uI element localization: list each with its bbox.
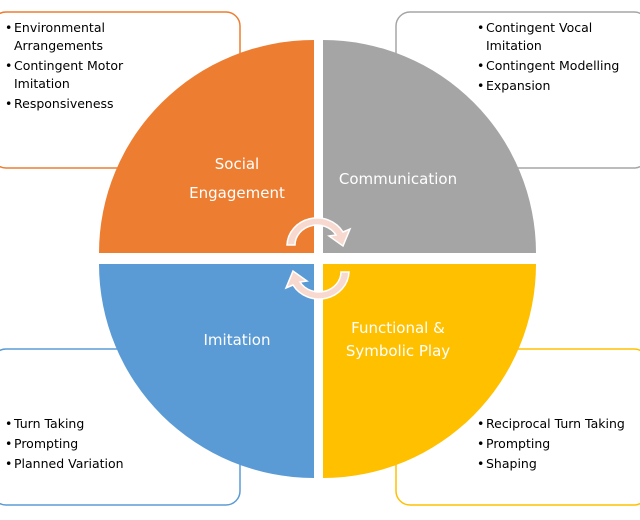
bullet: • xyxy=(5,20,12,35)
bullet: • xyxy=(477,78,484,93)
symbolic-play-label: Symbolic Play xyxy=(346,342,450,360)
communication-quadrant xyxy=(323,40,536,253)
list-item: Arrangements xyxy=(14,38,103,53)
list-item: Prompting xyxy=(14,436,78,451)
imitation-quadrant xyxy=(99,264,314,478)
bullet: • xyxy=(5,96,12,111)
list-item: Reciprocal Turn Taking xyxy=(486,416,625,431)
bullet: • xyxy=(477,416,484,431)
imitation-strategies-list: • Turn Taking • Prompting • Planned Vari… xyxy=(5,416,124,471)
bullet: • xyxy=(5,456,12,471)
bullet: • xyxy=(477,456,484,471)
list-item: Planned Variation xyxy=(14,456,124,471)
cycle-arrow-bottom-icon xyxy=(284,269,350,300)
bullet: • xyxy=(5,436,12,451)
communication-strategies-list: • Contingent Vocal Imitation • Contingen… xyxy=(477,20,619,93)
list-item: Expansion xyxy=(486,78,550,93)
social-engagement-quadrant xyxy=(99,40,314,253)
list-item: Contingent Modelling xyxy=(486,58,619,73)
list-item: Imitation xyxy=(486,38,542,53)
functional-label: Functional & xyxy=(351,319,445,337)
list-item: Imitation xyxy=(14,76,70,91)
bullet: • xyxy=(5,416,12,431)
social-strategies-list: • Environmental Arrangements • Contingen… xyxy=(5,20,124,111)
bullet: • xyxy=(5,58,12,73)
engagement-label: Engagement xyxy=(189,184,285,202)
bullet: • xyxy=(477,436,484,451)
list-item: Shaping xyxy=(486,456,537,471)
cycle-arrow-top-icon xyxy=(286,217,352,248)
list-item: Contingent Vocal xyxy=(486,20,592,35)
list-item: Turn Taking xyxy=(13,416,84,431)
bullet: • xyxy=(477,20,484,35)
list-item: Prompting xyxy=(486,436,550,451)
communication-label: Communication xyxy=(339,170,457,188)
social-label: Social xyxy=(215,155,259,173)
bullet: • xyxy=(477,58,484,73)
functional-symbolic-play-quadrant xyxy=(323,264,536,478)
imitation-label: Imitation xyxy=(203,331,270,349)
list-item: Responsiveness xyxy=(14,96,114,111)
list-item: Contingent Motor xyxy=(14,58,124,73)
play-strategies-list: • Reciprocal Turn Taking • Prompting • S… xyxy=(477,416,625,471)
list-item: Environmental xyxy=(14,20,105,35)
